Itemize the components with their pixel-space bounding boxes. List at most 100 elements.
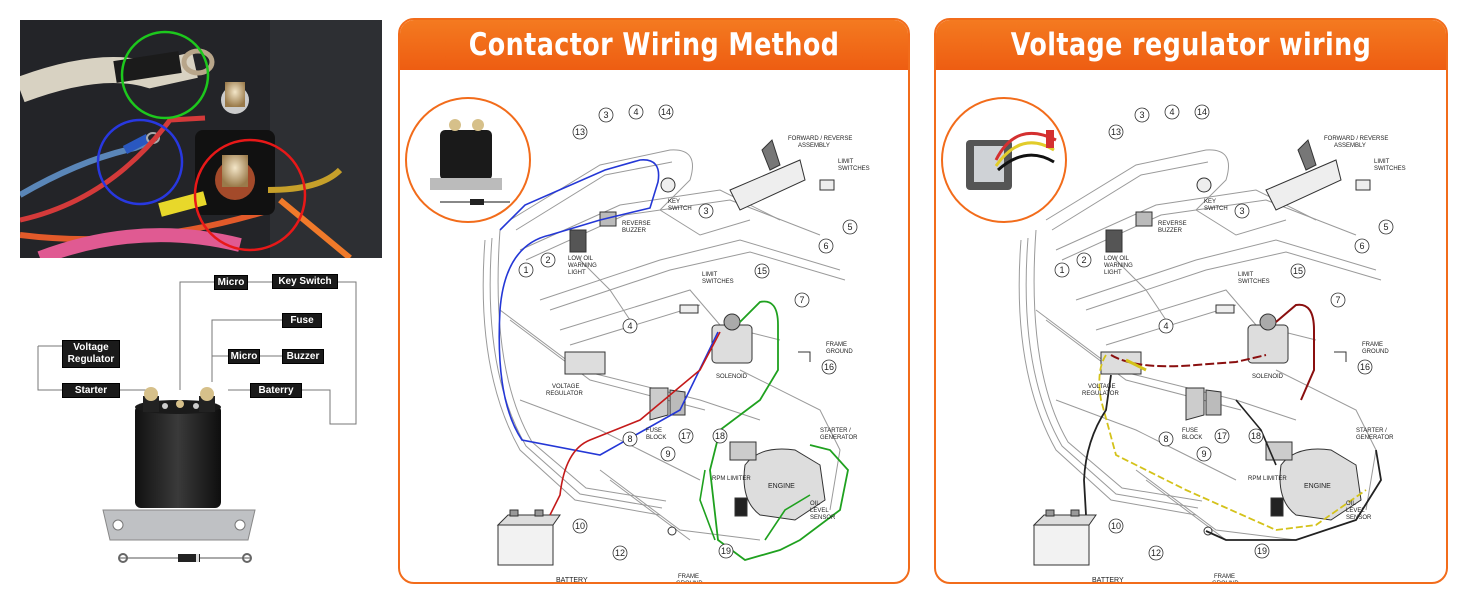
callout-8: 8 (622, 431, 638, 447)
callout-number: 15 (757, 266, 767, 276)
callout-number: 14 (661, 107, 671, 117)
label-buzzer: Buzzer (282, 349, 324, 364)
callout-17: 17 (1214, 428, 1230, 444)
label-voltage: VOLTAGE (1088, 384, 1115, 390)
callout-18: 18 (1248, 428, 1264, 444)
label-light: LIGHT (568, 270, 586, 276)
callout-number: 17 (1217, 431, 1227, 441)
callout-number: 1 (1059, 265, 1064, 275)
callout-number: 13 (1111, 127, 1121, 137)
label-regulator: REGULATOR (546, 391, 583, 397)
label-switches-top: SWITCHES (838, 166, 870, 172)
label-forward-reverse: FORWARD / REVERSE (1324, 136, 1388, 142)
callout-6: 6 (818, 238, 834, 254)
label-starter: Starter (62, 383, 120, 398)
label-switch: SWITCH (1204, 206, 1228, 212)
label-ground-top: GROUND (1362, 349, 1389, 355)
callout-18: 18 (712, 428, 728, 444)
callout-number: 16 (824, 362, 834, 372)
label-reverse: REVERSE (1158, 221, 1187, 227)
rpm-limiter-icon (1270, 497, 1284, 517)
label-limit-mid: LIMIT (1238, 272, 1254, 278)
limit-switch-mid-icon (679, 304, 699, 314)
callout-2: 2 (1076, 252, 1092, 268)
callout-number: 12 (615, 548, 625, 558)
callout-number: 5 (847, 222, 852, 232)
callout-number: 15 (1293, 266, 1303, 276)
panel-title: Contactor Wiring Method (445, 20, 863, 70)
callout-3b: 3 (698, 203, 714, 219)
label-oil: OIL (1346, 501, 1356, 507)
low-oil-light-icon (569, 229, 587, 253)
reverse-buzzer-icon (1135, 211, 1153, 227)
label-generator: GENERATOR (820, 435, 858, 441)
label-ground-bottom: GROUND (1212, 581, 1239, 582)
label-low-oil: LOW OIL (1104, 256, 1130, 262)
callout-number: 19 (721, 546, 731, 556)
label-switches-mid: SWITCHES (702, 279, 734, 285)
label-switch: SWITCH (668, 206, 692, 212)
callout-19: 19 (718, 543, 734, 559)
label-block: BLOCK (646, 435, 666, 441)
low-oil-light-icon (1105, 229, 1123, 253)
callout-number: 6 (823, 241, 828, 251)
callout-number: 17 (681, 431, 691, 441)
limit-switch-icon (1355, 179, 1371, 191)
label-warning: WARNING (1104, 263, 1133, 269)
label-key: KEY (1204, 199, 1216, 205)
callout-17: 17 (678, 428, 694, 444)
dark-red-wire (1110, 354, 1267, 368)
callout-number: 12 (1151, 548, 1161, 558)
solenoid-icon (711, 324, 753, 364)
label-limit-top: LIMIT (1374, 159, 1390, 165)
callout-number: 3 (1139, 110, 1144, 120)
label-starter: STARTER / (820, 428, 851, 434)
callout-number: 13 (575, 127, 585, 137)
frame-ground-bottom-icon (667, 526, 677, 536)
callout-number: 4 (633, 107, 638, 117)
label-battery: BATTERY (556, 577, 588, 582)
callout-1: 1 (1054, 262, 1070, 278)
contactor-icon (440, 130, 492, 180)
callout-16: 16 (821, 359, 837, 375)
label-battery: BATTERY (1092, 577, 1124, 582)
callout-7: 7 (1330, 292, 1346, 308)
label-buzzer: BUZZER (622, 228, 647, 234)
label-warning: WARNING (568, 263, 597, 269)
callout-number: 10 (1111, 521, 1121, 531)
key-switch-icon (1196, 177, 1212, 193)
callout-5: 5 (1378, 219, 1394, 235)
limit-switch-mid-icon (1215, 304, 1235, 314)
callout-13: 13 (572, 124, 588, 140)
photo-illustration (20, 20, 382, 258)
callout-9: 9 (1196, 446, 1212, 462)
solenoid-wiring-photo (20, 20, 382, 258)
red-wire (549, 331, 721, 516)
callout-number: 3 (603, 110, 608, 120)
callout-number: 3 (1239, 206, 1244, 216)
label-ground-top: GROUND (826, 349, 853, 355)
label-solenoid: SOLENOID (716, 374, 748, 380)
inset-photo (405, 97, 531, 223)
black-wire (1083, 374, 1112, 516)
key-switch-icon (660, 177, 676, 193)
callout-4b: 4 (622, 318, 638, 334)
label-assembly: ASSEMBLY (1334, 143, 1366, 149)
callout-4: 4 (628, 104, 644, 120)
callout-10: 10 (1108, 518, 1124, 534)
callout-3b: 3 (1234, 203, 1250, 219)
label-regulator: REGULATOR (1082, 391, 1119, 397)
forward-reverse-assembly (1265, 159, 1342, 211)
label-frame-top: FRAME (1362, 342, 1383, 348)
label-assembly: ASSEMBLY (798, 143, 830, 149)
contactor-wiring-panel: Contactor Wiring Method FORWARD / REVERS… (398, 18, 910, 584)
callout-number: 18 (715, 431, 725, 441)
callout-number: 16 (1360, 362, 1370, 372)
wiring-lines (37, 281, 357, 563)
label-voltage-regulator: Voltage Regulator (62, 340, 120, 368)
label-sensor: SENSOR (1346, 515, 1372, 521)
contactor-wiring-diagram: FORWARD / REVERSEASSEMBLYLIMITSWITCHESKE… (405, 97, 870, 582)
callout-number: 8 (1163, 434, 1168, 444)
panel-title: Voltage regulator wiring method (981, 20, 1401, 70)
limit-switch-icon (819, 179, 835, 191)
